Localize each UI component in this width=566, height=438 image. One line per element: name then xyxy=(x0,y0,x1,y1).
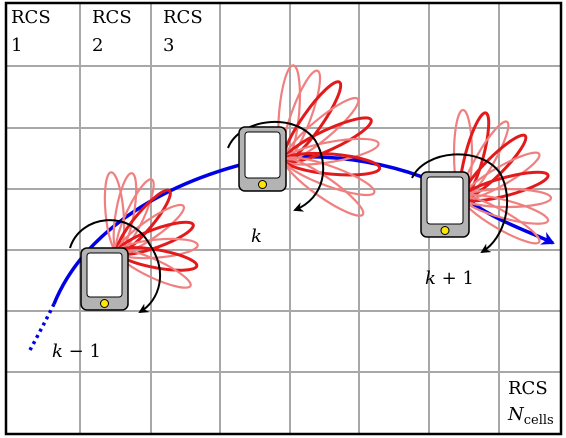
smartphone-icon xyxy=(238,126,287,192)
position-label-next: k + 1 xyxy=(425,268,474,289)
trajectory-path xyxy=(52,154,555,305)
position-var-next: k xyxy=(425,268,436,289)
frame-border xyxy=(4,1,563,436)
cell-label-last: RCS xyxy=(508,378,548,399)
smartphone-icon xyxy=(420,171,470,238)
cell-label-2: RCS xyxy=(92,7,132,28)
cell-grid xyxy=(6,3,561,434)
cell-index-3: 3 xyxy=(163,35,174,56)
trajectory xyxy=(28,154,555,351)
cell-index-1: 1 xyxy=(11,35,22,56)
position-var-prev: k xyxy=(52,341,63,362)
cell-index-2: 2 xyxy=(92,35,103,56)
position-label-curr: k xyxy=(251,226,262,247)
position-label-prev: k − 1 xyxy=(52,341,101,362)
position-offset-next: + 1 xyxy=(436,268,474,289)
position-offset-prev: − 1 xyxy=(63,341,101,362)
rotation-arrow-next xyxy=(411,153,509,254)
cell-count-var: N xyxy=(507,404,525,425)
rotation-arrow-prev xyxy=(69,219,162,314)
cell-label-1: RCS xyxy=(11,7,51,28)
cell-label-3: RCS xyxy=(163,7,203,28)
cell-count-label: Ncells xyxy=(507,404,554,428)
cell-count-sub: cells xyxy=(524,413,554,428)
position-var-curr: k xyxy=(251,226,262,247)
smartphone-icon xyxy=(80,247,129,311)
